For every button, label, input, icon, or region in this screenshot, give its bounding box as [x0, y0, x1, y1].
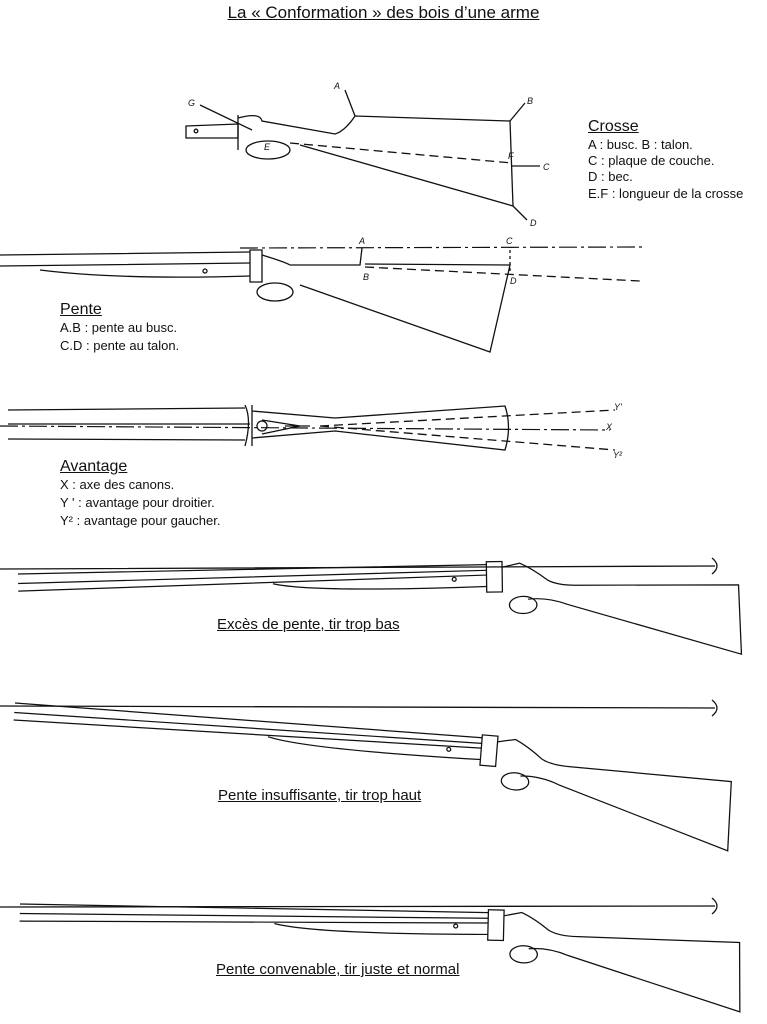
example-1-caption: Excès de pente, tir trop bas — [217, 616, 400, 633]
label-d: D — [530, 218, 537, 228]
crosse-heading: Crosse — [588, 118, 639, 135]
label-a: A — [333, 81, 340, 91]
label-b: B — [527, 96, 533, 106]
example-2-caption: Pente insuffisante, tir trop haut — [218, 787, 422, 804]
crosse-line: D : bec. — [588, 169, 633, 184]
pente-line: A.B : pente au busc. — [60, 320, 178, 335]
example-3-caption: Pente convenable, tir juste et normal — [216, 961, 460, 978]
example-2-rifle — [0, 696, 737, 852]
crosse-line: C : plaque de couche. — [588, 153, 715, 168]
label-a: A — [358, 236, 365, 246]
avantage-heading: Avantage — [60, 458, 128, 475]
page-title: La « Conformation » des bois d’une arme — [227, 3, 540, 22]
example-1-rifle — [0, 557, 743, 665]
avantage-line: X : axe des canons. — [60, 477, 175, 492]
avantage-line: Y² : avantage pour gaucher. — [60, 513, 221, 528]
example-3-rifle — [0, 897, 743, 1013]
avantage-line: Y ' : avantage pour droitier. — [60, 495, 215, 510]
crosse-line: E.F : longueur de la crosse — [588, 186, 744, 201]
label-g: G — [188, 98, 195, 108]
label-b: B — [363, 272, 369, 282]
label-f: F — [508, 151, 514, 161]
label-d: D — [510, 276, 517, 286]
label-e: E — [264, 142, 271, 152]
label-y1: Y' — [614, 402, 622, 412]
label-y2: Y² — [613, 450, 623, 460]
crosse-line: A : busc. B : talon. — [588, 137, 693, 152]
label-x: X — [605, 422, 613, 432]
pente-line: C.D : pente au talon. — [60, 338, 180, 353]
pente-heading: Pente — [60, 301, 102, 318]
pente-figure: A B C D — [0, 236, 646, 353]
label-c: C — [506, 236, 513, 246]
avantage-figure: Y' X Y² — [0, 402, 623, 460]
label-c: C — [543, 162, 550, 172]
crosse-figure: A B C D F G E — [185, 81, 550, 228]
